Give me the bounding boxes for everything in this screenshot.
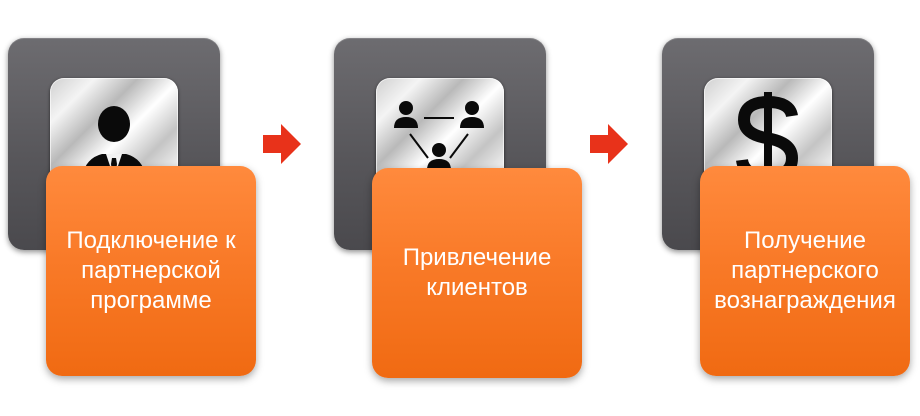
arrow-right-icon — [590, 124, 628, 164]
people-network-icon — [394, 101, 484, 170]
step-2-label: Привлечение клиентов — [402, 244, 552, 301]
step-3-card: Получение партнерского вознаграждения — [700, 166, 910, 376]
step-3: Получение партнерского вознаграждения — [662, 38, 912, 383]
step-3-label: Получение партнерского вознаграждения — [714, 227, 896, 314]
step-2: Привлечение клиентов — [334, 38, 584, 383]
step-2-card: Привлечение клиентов — [372, 168, 582, 378]
arrow-right-icon — [263, 124, 301, 164]
step-1-label: Подключение к партнерской программе — [66, 227, 236, 314]
step-1-card: Подключение к партнерской программе — [46, 166, 256, 376]
step-1: Подключение к партнерской программе — [8, 38, 258, 383]
